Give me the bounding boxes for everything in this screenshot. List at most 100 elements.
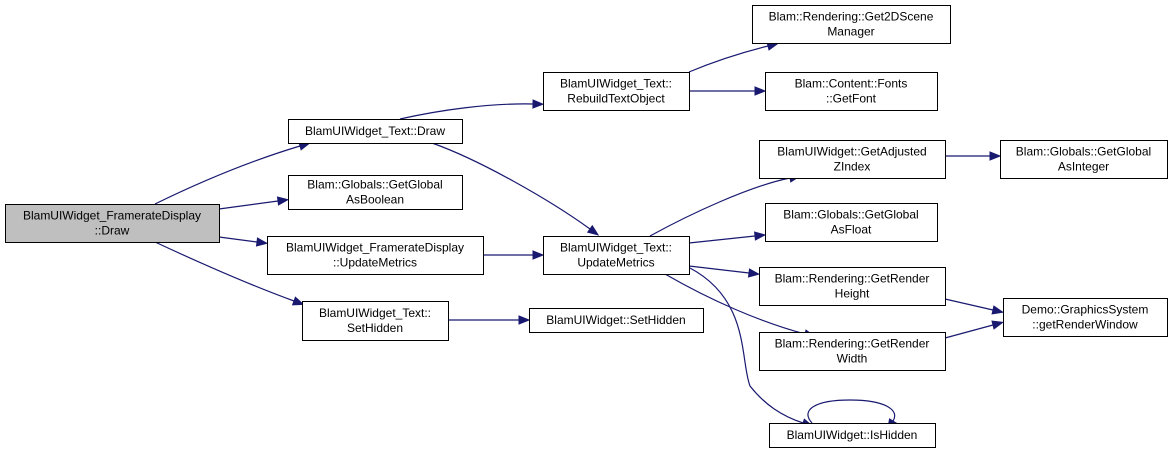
arrowhead-icon — [754, 86, 767, 96]
arrowhead-icon — [532, 250, 545, 260]
node-n6[interactable]: BlamUIWidget_Text::UpdateMetrics — [543, 236, 690, 275]
arrowhead-icon — [991, 320, 1004, 330]
arrowhead-icon — [255, 237, 269, 247]
node-box — [288, 119, 463, 144]
node-label-line: Blam::Rendering::GetRender — [775, 337, 930, 351]
node-label-line: RebuildTextObject — [567, 92, 665, 106]
edge-line — [807, 399, 896, 424]
edge-line — [688, 265, 750, 274]
node-box — [267, 236, 484, 275]
edge-line — [649, 177, 791, 237]
node-n16[interactable]: Demo::GraphicsSystem::getRenderWindow — [1003, 298, 1168, 337]
node-label-line: BlamUIWidget_FramerateDisplay — [23, 209, 201, 223]
node-label-line: Blam::Content::Fonts — [795, 77, 908, 91]
node-label-line: ::GetFont — [826, 92, 877, 106]
node-label-line: ::UpdateMetrics — [333, 256, 417, 270]
node-label-line: Blam::Globals::GetGlobal — [1016, 145, 1151, 159]
node-label-line: Height — [835, 287, 870, 301]
node-label-line: AsInteger — [1058, 160, 1109, 174]
node-label-line: SetHidden — [347, 321, 403, 335]
node-n1[interactable]: BlamUIWidget_Text::Draw — [288, 119, 463, 144]
edge-n5-n9 — [689, 86, 767, 96]
node-box — [1000, 140, 1168, 179]
edge-n0-n2 — [218, 196, 290, 210]
node-box — [759, 332, 946, 371]
edge-n5-n8 — [688, 41, 779, 73]
node-n5[interactable]: BlamUIWidget_Text::RebuildTextObject — [543, 72, 690, 111]
nodes-layer: BlamUIWidget_FramerateDisplay::DrawBlamU… — [5, 5, 1168, 448]
edge-line — [431, 142, 591, 230]
edge-n6-n12 — [688, 265, 761, 278]
node-label-line: Blam::Rendering::Get2DScene — [769, 10, 934, 24]
edge-n1-n5 — [399, 99, 545, 120]
node-box — [543, 236, 690, 275]
node-box — [765, 72, 938, 111]
edge-line — [689, 267, 804, 424]
edge-n0-n4 — [154, 241, 305, 306]
edge-line — [218, 200, 279, 210]
arrowhead-icon — [276, 196, 290, 206]
node-label-line: ::getRenderWindow — [1032, 318, 1138, 332]
node-label-line: AsFloat — [831, 223, 872, 237]
edge-line — [688, 235, 756, 244]
edges-layer — [154, 41, 1005, 431]
node-label-line: Width — [837, 352, 868, 366]
node-n14[interactable]: BlamUIWidget::IsHidden — [769, 423, 936, 448]
node-label-line: BlamUIWidget_Text:: — [319, 306, 431, 320]
edge-line — [399, 103, 534, 120]
edge-n13-n16 — [944, 320, 1004, 339]
node-n4[interactable]: BlamUIWidget_Text::SetHidden — [302, 301, 449, 341]
node-label-line: ZIndex — [834, 160, 871, 174]
edge-n6-n11 — [688, 231, 767, 244]
node-label-line: BlamUIWidget_FramerateDisplay — [286, 241, 464, 255]
node-label-line: UpdateMetrics — [577, 256, 654, 270]
arrowhead-icon — [991, 305, 1005, 315]
node-n9[interactable]: Blam::Content::Fonts::GetFont — [765, 72, 938, 111]
node-label-line: Demo::GraphicsSystem — [1022, 303, 1149, 317]
node-label-line: Blam::Globals::GetGlobal — [307, 178, 442, 192]
node-label-line: Blam::Globals::GetGlobal — [783, 208, 918, 222]
edge-line — [664, 273, 806, 335]
node-box — [769, 423, 936, 448]
node-n0: BlamUIWidget_FramerateDisplay::Draw — [5, 204, 220, 243]
node-box — [5, 204, 220, 243]
arrowhead-icon — [754, 231, 767, 241]
edge-n0-n3 — [218, 236, 269, 247]
node-label-line: BlamUIWidget_Text::Draw — [305, 124, 445, 138]
node-box — [765, 203, 938, 242]
node-box — [302, 301, 449, 341]
arrowhead-icon — [518, 315, 531, 325]
edge-n10-n15 — [945, 151, 1002, 161]
edge-n0-n1 — [154, 141, 311, 205]
node-n3[interactable]: BlamUIWidget_FramerateDisplay::UpdateMet… — [267, 236, 484, 275]
edge-n3-n6 — [483, 250, 545, 260]
node-box — [529, 308, 704, 333]
node-n7[interactable]: BlamUIWidget::SetHidden — [529, 308, 704, 333]
node-box — [759, 267, 946, 306]
arrowhead-icon — [747, 268, 761, 278]
edge-line — [944, 298, 994, 311]
node-box — [752, 5, 951, 44]
edge-n4-n7 — [448, 315, 531, 325]
edge-line — [218, 236, 258, 243]
node-label-line: Blam::Rendering::GetRender — [775, 272, 930, 286]
edge-line — [154, 145, 301, 205]
node-label-line: Manager — [827, 25, 874, 39]
arrowhead-icon — [989, 151, 1002, 161]
arrowhead-icon — [291, 296, 305, 306]
node-label-line: BlamUIWidget::GetAdjusted — [777, 145, 926, 159]
node-label-line: AsBoolean — [346, 193, 404, 207]
node-label-line: BlamUIWidget::IsHidden — [787, 428, 918, 442]
node-label-line: BlamUIWidget_Text:: — [560, 77, 672, 91]
edge-n12-n16 — [944, 298, 1005, 315]
node-box — [288, 175, 463, 210]
edge-line — [944, 324, 994, 339]
node-box — [543, 72, 690, 111]
